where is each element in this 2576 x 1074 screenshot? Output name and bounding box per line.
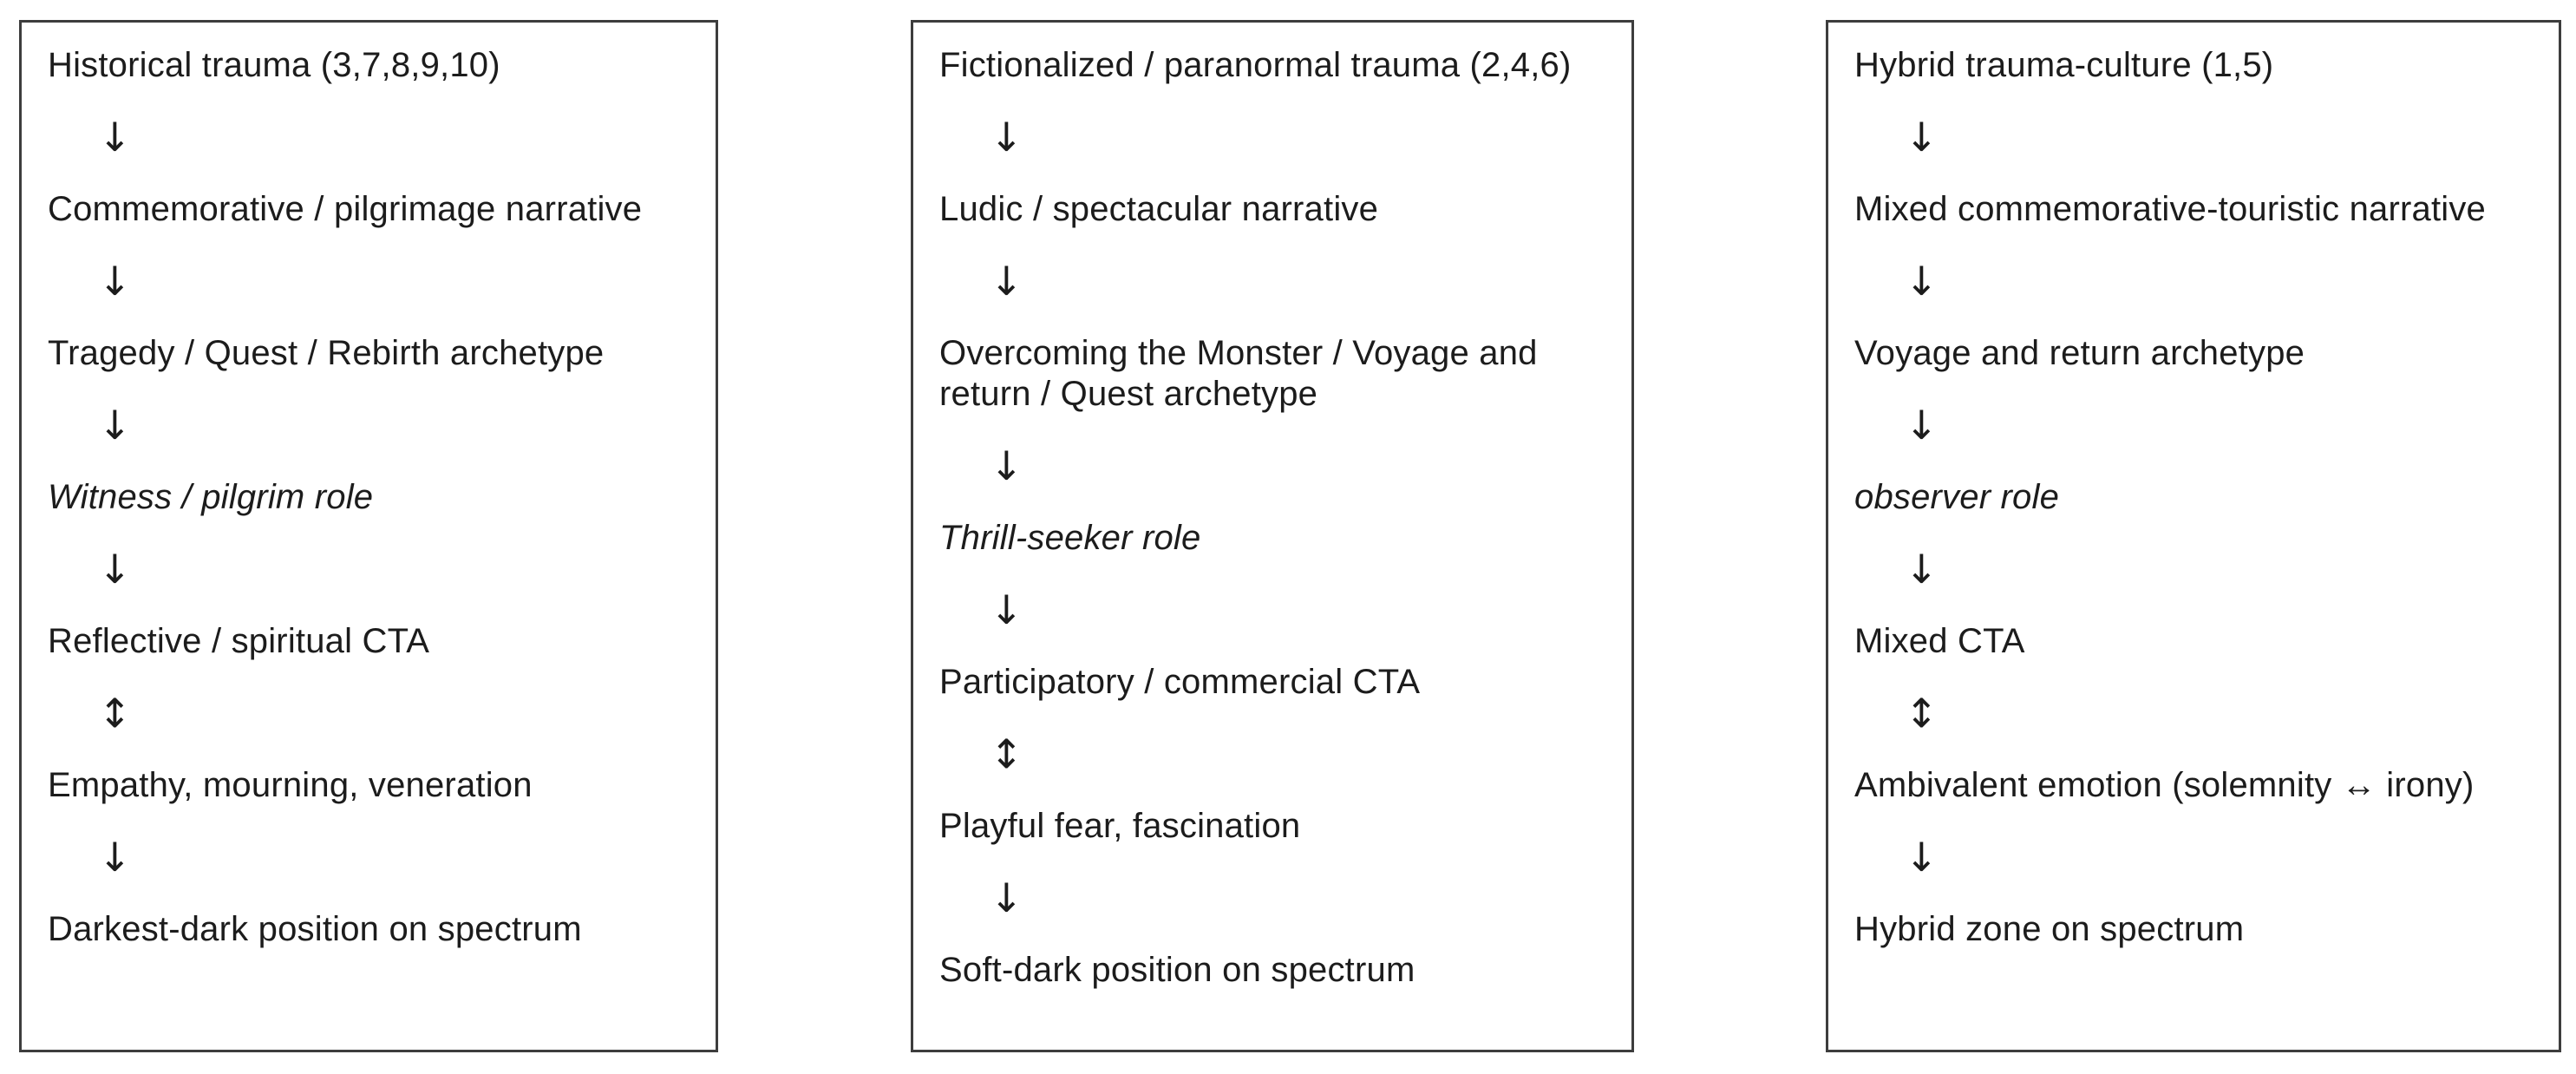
flow-step-narrative: Commemorative / pilgrimage narrative	[48, 190, 643, 228]
down-arrow-icon: ↓	[98, 834, 132, 881]
up-down-arrow-icon: ↕	[990, 730, 1023, 777]
down-arrow-icon: ↓	[1905, 402, 1939, 449]
flow-step-cta: Mixed CTA	[1854, 622, 2025, 660]
down-arrow-icon: ↓	[1905, 546, 1939, 593]
down-arrow-icon: ↓	[98, 114, 132, 160]
down-arrow-icon: ↓	[990, 114, 1023, 160]
down-arrow-icon: ↓	[98, 402, 132, 449]
down-arrow-icon: ↓	[990, 874, 1023, 921]
down-arrow-icon: ↓	[98, 546, 132, 593]
down-arrow-icon: ↓	[1905, 114, 1939, 160]
flow-step-spectrum: Darkest-dark position on spectrum	[48, 910, 582, 948]
flow-step-emotion: Playful fear, fascination	[939, 807, 1301, 845]
flow-step-archetype: Tragedy / Quest / Rebirth archetype	[48, 334, 605, 372]
down-arrow-icon: ↓	[990, 586, 1023, 633]
flow-step-cta: Reflective / spiritual CTA	[48, 622, 430, 660]
flow-step-source: Historical trauma (3,7,8,9,10)	[48, 46, 500, 84]
flow-step-cta: Participatory / commercial CTA	[939, 663, 1421, 701]
flow-step-emotion: Ambivalent emotion (solemnity ↔ irony)	[1854, 766, 2475, 804]
flow-step-role: observer role	[1854, 478, 2060, 516]
flow-step-archetype: Voyage and return archetype	[1854, 334, 2305, 372]
flow-step-source: Hybrid trauma-culture (1,5)	[1854, 46, 2274, 84]
flow-step-role: Thrill-seeker role	[939, 519, 1201, 557]
flow-step-spectrum: Soft-dark position on spectrum	[939, 951, 1415, 989]
flow-step-emotion: Empathy, mourning, veneration	[48, 766, 533, 804]
box-hybrid-trauma-column: Hybrid trauma-culture (1,5) ↓ Mixed comm…	[1826, 20, 2561, 1052]
flow-step-spectrum: Hybrid zone on spectrum	[1854, 910, 2245, 948]
flow-step-narrative: Ludic / spectacular narrative	[939, 190, 1379, 228]
up-down-arrow-icon: ↕	[1905, 690, 1939, 737]
flow-step-role: Witness / pilgrim role	[48, 478, 374, 516]
down-arrow-icon: ↓	[1905, 834, 1939, 881]
down-arrow-icon: ↓	[98, 258, 132, 305]
down-arrow-icon: ↓	[990, 258, 1023, 305]
flow-step-narrative: Mixed commemorative-touristic narrative	[1854, 190, 2486, 228]
box-historical-trauma-column: Historical trauma (3,7,8,9,10) ↓ Commemo…	[19, 20, 718, 1052]
flow-step-archetype: Overcoming the Monster / Voyage and retu…	[939, 334, 1538, 413]
down-arrow-icon: ↓	[990, 442, 1023, 489]
up-down-arrow-icon: ↕	[98, 690, 132, 737]
down-arrow-icon: ↓	[1905, 258, 1939, 305]
box-fictionalized-trauma-column: Fictionalized / paranormal trauma (2,4,6…	[911, 20, 1634, 1052]
flow-step-source: Fictionalized / paranormal trauma (2,4,6…	[939, 46, 1572, 84]
